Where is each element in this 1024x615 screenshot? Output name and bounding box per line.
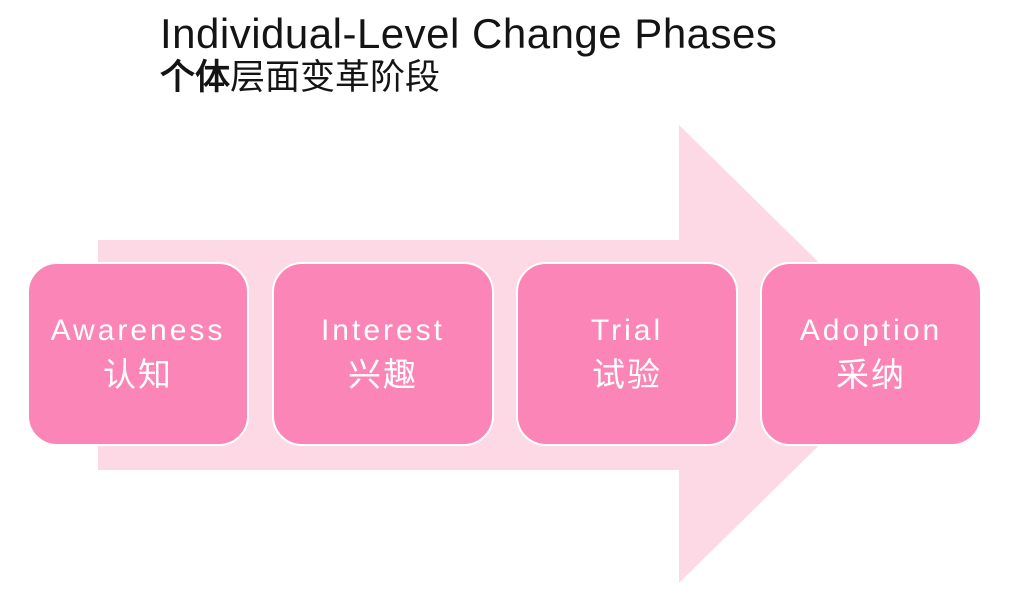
phase-label-en: Awareness <box>50 314 226 347</box>
right-arrow-shape <box>98 125 912 583</box>
phase-box-awareness: Awareness 认知 <box>27 262 249 446</box>
phase-box-adoption: Adoption 采纳 <box>760 262 982 446</box>
phase-label-en: Trial <box>590 314 664 347</box>
phase-label-en: Interest <box>320 314 446 347</box>
page-subtitle-rest-part: 层面变革阶段 <box>230 58 441 97</box>
page-title: Individual-Level Change Phases <box>160 10 778 57</box>
phase-label-zh: 采纳 <box>836 356 906 393</box>
title-block: Individual-Level Change Phases 个体层面变革阶段 <box>160 10 777 98</box>
phase-box-trial: Trial 试验 <box>516 262 738 446</box>
phase-label-en: Adoption <box>799 314 943 347</box>
phase-label-zh: 认知 <box>103 356 173 393</box>
phase-box-interest: Interest 兴趣 <box>272 262 494 446</box>
page-subtitle: 个体层面变革阶段 <box>160 58 777 98</box>
phase-label-zh: 兴趣 <box>348 356 418 393</box>
phase-label-zh: 试验 <box>592 356 662 393</box>
page-subtitle-bold-part: 个体 <box>160 58 231 97</box>
